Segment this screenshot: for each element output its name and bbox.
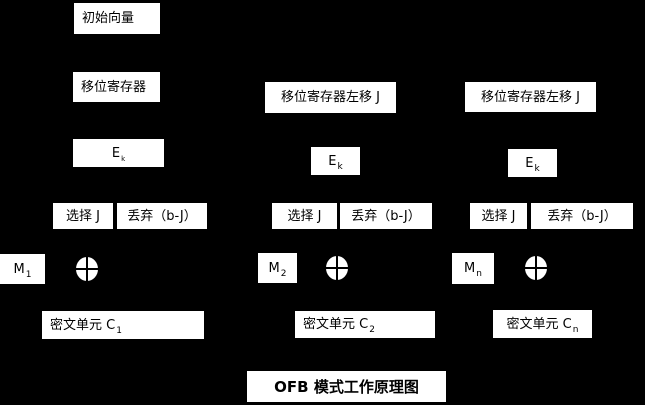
discard-box-3: 丢弃（b-J） bbox=[531, 203, 633, 229]
encrypt-box-3: Ek bbox=[508, 149, 557, 177]
cipher-unit-box-1: 密文单元 C1 bbox=[42, 311, 204, 339]
shift-register-label-3: 移位寄存器左移 J bbox=[481, 89, 580, 105]
encrypt-label-3: Ek bbox=[525, 155, 540, 174]
cipher-unit-box-2: 密文单元 C2 bbox=[295, 311, 435, 338]
select-label-2: 选择 J bbox=[287, 208, 322, 224]
initial-vector-label: 初始向量 bbox=[82, 11, 135, 26]
discard-label-2: 丢弃（b-J） bbox=[351, 208, 421, 224]
xor-icon bbox=[75, 256, 99, 282]
diagram-title-box: OFB 模式工作原理图 bbox=[247, 371, 446, 402]
shift-register-label-2: 移位寄存器左移 J bbox=[281, 90, 380, 105]
shift-register-box-3: 移位寄存器左移 J bbox=[465, 82, 596, 112]
message-label-1: M1 bbox=[13, 261, 32, 280]
message-label-2: M2 bbox=[268, 260, 287, 279]
cipher-unit-box-3: 密文单元 Cn bbox=[493, 310, 592, 338]
encrypt-box-1: Ek bbox=[73, 139, 164, 167]
encrypt-label-1: Ek bbox=[111, 145, 126, 163]
select-label-1: 选择 J bbox=[66, 208, 100, 224]
select-box-1: 选择 J bbox=[53, 203, 113, 229]
discard-label-1: 丢弃（b-J） bbox=[127, 208, 197, 224]
initial-vector-box: 初始向量 bbox=[74, 3, 160, 34]
encrypt-label-2: Ek bbox=[328, 153, 343, 172]
select-label-3: 选择 J bbox=[481, 208, 516, 224]
encrypt-box-2: Ek bbox=[311, 147, 360, 175]
select-box-2: 选择 J bbox=[272, 203, 337, 229]
message-box-1: M1 bbox=[0, 254, 45, 284]
discard-label-3: 丢弃（b-J） bbox=[547, 208, 617, 224]
cipher-unit-label-1: 密文单元 C1 bbox=[50, 317, 122, 336]
diagram-title: OFB 模式工作原理图 bbox=[274, 378, 419, 396]
shift-register-box-1: 移位寄存器 bbox=[73, 72, 160, 102]
cipher-unit-label-2: 密文单元 C2 bbox=[303, 317, 375, 335]
discard-box-2: 丢弃（b-J） bbox=[340, 203, 432, 229]
cipher-unit-label-3: 密文单元 Cn bbox=[506, 316, 579, 335]
discard-box-1: 丢弃（b-J） bbox=[117, 203, 207, 229]
xor-icon bbox=[325, 255, 349, 281]
message-box-2: M2 bbox=[258, 253, 297, 283]
shift-register-box-2: 移位寄存器左移 J bbox=[265, 82, 396, 113]
shift-register-label-1: 移位寄存器 bbox=[81, 79, 147, 95]
message-box-3: Mn bbox=[452, 253, 494, 284]
select-box-3: 选择 J bbox=[470, 203, 527, 229]
message-label-3: Mn bbox=[464, 261, 482, 279]
xor-icon bbox=[524, 255, 548, 281]
